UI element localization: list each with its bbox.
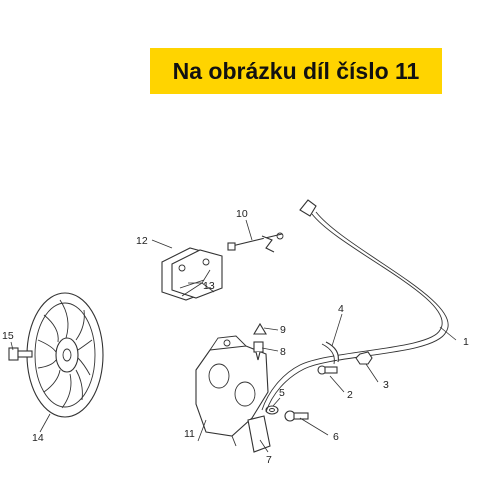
banjo-bolt[interactable] [284, 410, 309, 422]
brake-caliper[interactable] [195, 335, 269, 447]
disc-bolt[interactable] [8, 347, 33, 361]
bleed-screw[interactable] [253, 341, 264, 361]
washer[interactable] [265, 405, 279, 415]
callout-7: 7 [266, 454, 272, 466]
callout-10: 10 [236, 208, 248, 220]
leader-lines [10, 219, 457, 453]
callout-2: 2 [347, 389, 353, 401]
hose-clip[interactable] [321, 341, 339, 365]
callout-6: 6 [333, 431, 339, 443]
hose-bolt[interactable] [317, 365, 338, 375]
callout-4: 4 [338, 303, 344, 315]
callout-15: 15 [2, 330, 14, 342]
callout-labels: 1 2 3 4 5 6 7 8 9 10 11 12 13 14 15 [2, 208, 469, 466]
brake-disc[interactable] [26, 292, 104, 418]
callout-12: 12 [136, 235, 148, 247]
callout-11: 11 [184, 428, 195, 440]
callout-5: 5 [279, 387, 285, 399]
callout-9: 9 [280, 324, 286, 336]
pad-pin-clip[interactable] [227, 232, 284, 253]
banner-text: Na obrázku díl číslo 11 [172, 57, 420, 84]
callout-3: 3 [383, 379, 389, 391]
callout-13: 13 [203, 280, 215, 292]
caliper-bracket[interactable] [247, 415, 271, 453]
brake-pads[interactable] [161, 247, 223, 301]
brake-hose[interactable] [261, 199, 449, 413]
callout-14: 14 [32, 432, 44, 444]
callout-8: 8 [280, 346, 286, 358]
hose-nut[interactable] [355, 351, 373, 365]
part-number-banner: Na obrázku díl číslo 11 [150, 48, 442, 94]
bleed-cap[interactable] [253, 322, 267, 335]
callout-1: 1 [463, 336, 469, 348]
